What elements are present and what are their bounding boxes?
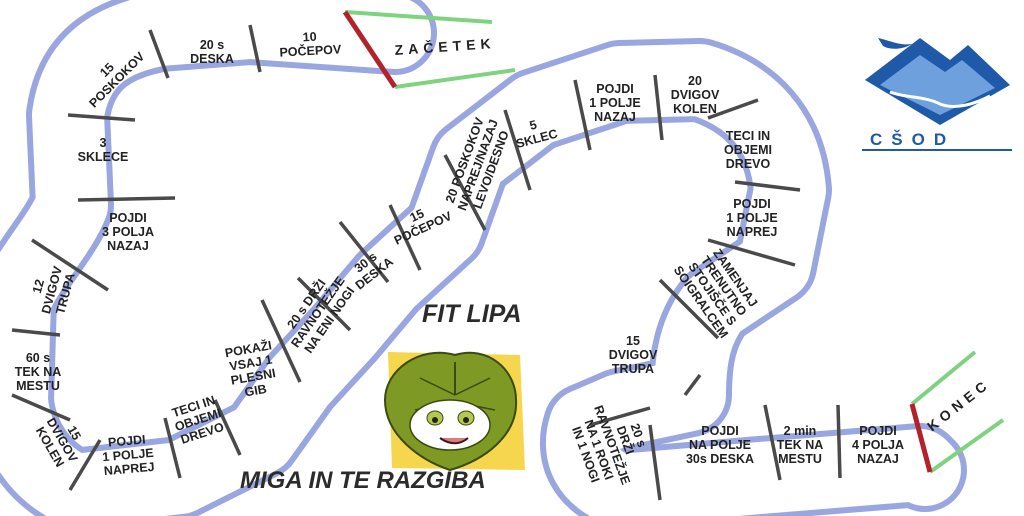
cell-divider [443,154,487,231]
cell-divider [683,373,702,397]
cell-divider [296,276,352,332]
leaf-mascot-icon [383,351,525,472]
cell-divider [734,180,801,192]
cell-divider [148,29,170,79]
cell-divider [67,113,136,122]
cell-divider [68,439,102,491]
game-title: FIT LIPA [422,300,522,328]
cell-divider [11,328,61,337]
cell-divider [338,220,390,284]
logo-text: CŠOD [870,130,955,149]
cell-divider [77,196,176,202]
cell-divider [648,424,662,501]
finish-line [909,403,933,473]
cell-divider [573,79,592,151]
cell-divider [388,204,422,271]
cell-divider [653,74,664,141]
cell-divider [213,399,242,456]
board-cell-1: 10POČEPOV [278,28,342,59]
cell-divider [248,24,262,73]
board-cell-9: POJDI1 POLJENAPREJ [101,432,156,478]
cell-divider [707,98,759,120]
bird-icon [878,38,912,49]
finish-area: KONEC [909,350,1005,474]
game-subtitle: MIGA IN TE RAZGIBA [240,467,486,494]
board-cell-8: 15DVIGOVKOLEN [32,408,93,472]
cell-divider [260,299,302,383]
csod-logo: CŠOD [862,38,1012,151]
cell-divider [11,393,71,422]
cell-dividers [11,24,842,501]
cell-divider [836,404,842,479]
cell-divider [31,238,109,292]
cell-divider [163,417,182,479]
start-line [342,10,398,89]
cell-divider [589,406,651,427]
cell-divider [658,278,720,340]
cell-divider [503,109,532,191]
cell-divider [707,238,796,267]
cell-divider [763,404,782,481]
